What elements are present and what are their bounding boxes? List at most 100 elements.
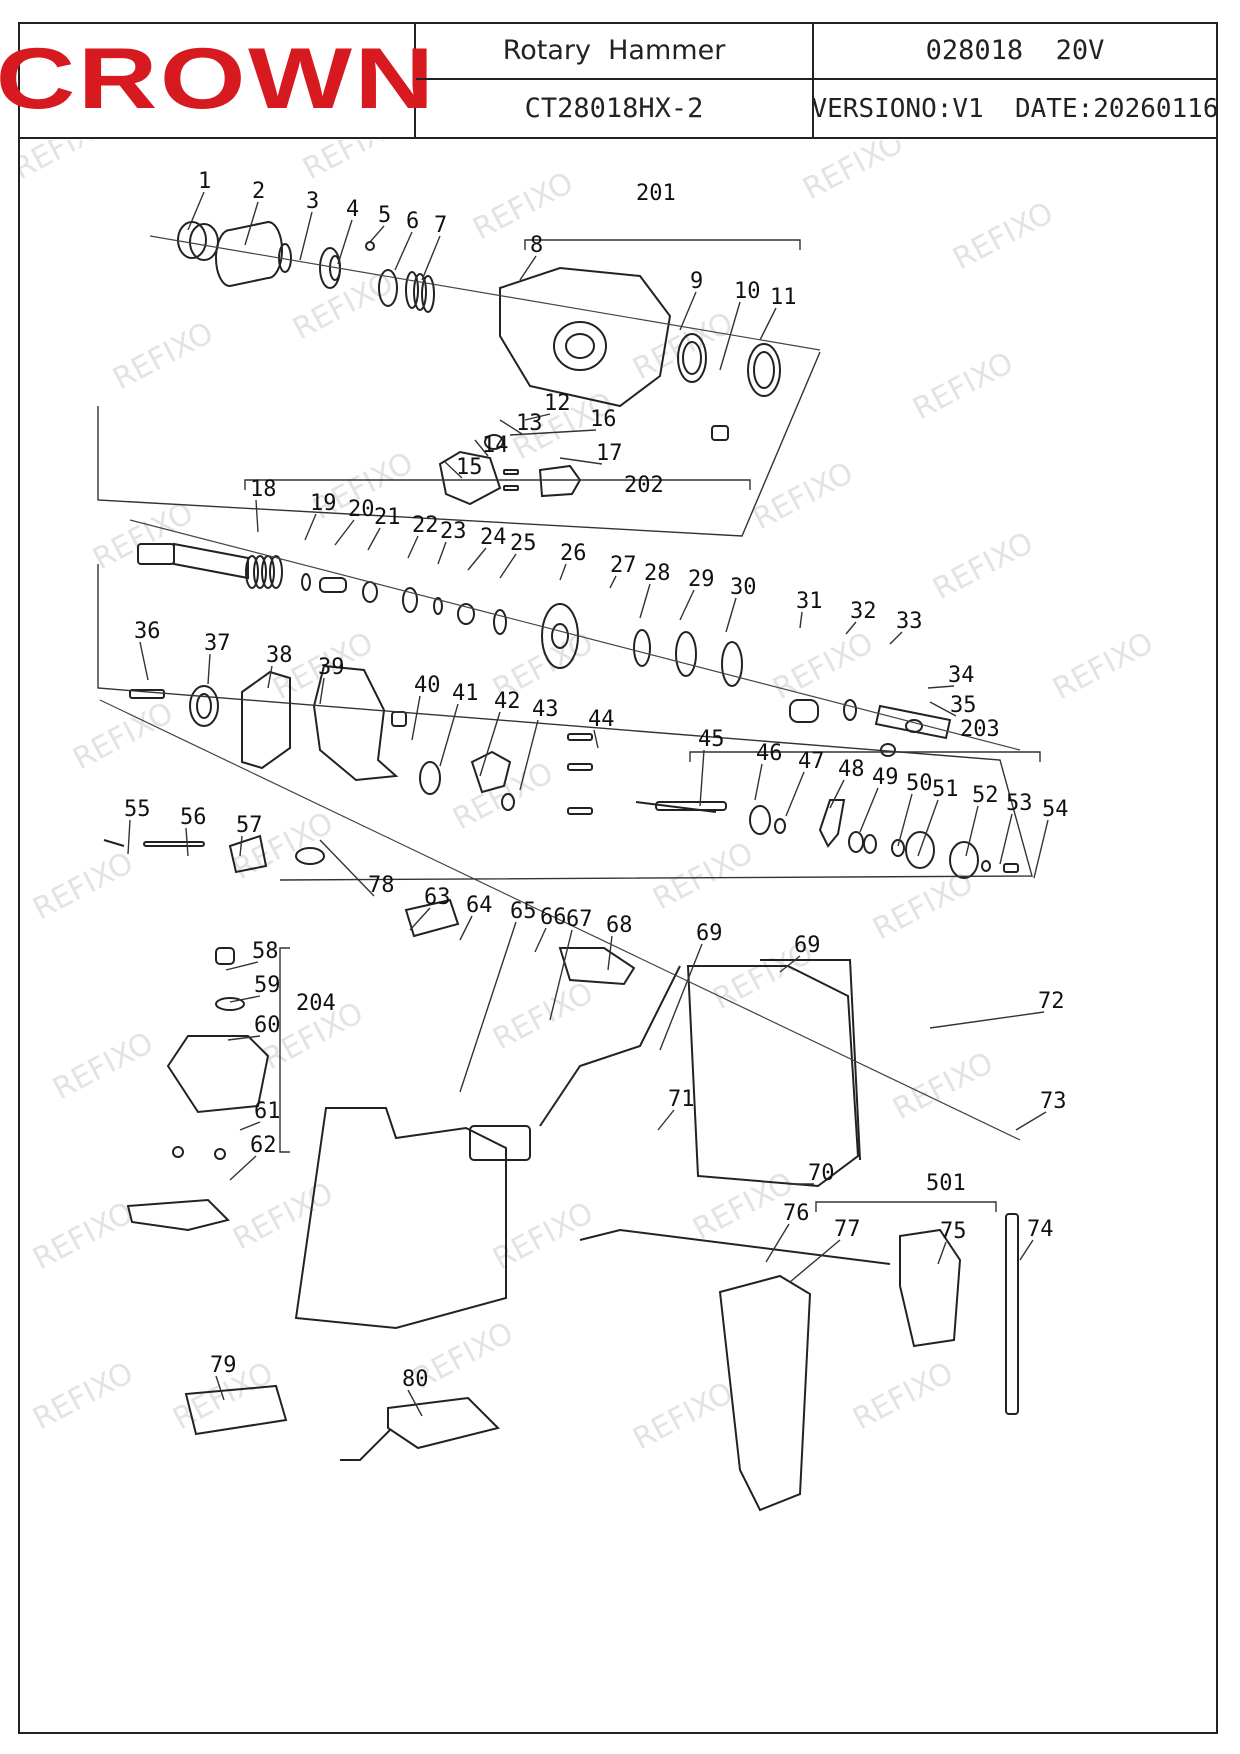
ring-part bbox=[269, 555, 283, 589]
callout-leader bbox=[559, 563, 567, 581]
callout-number-46: 46 bbox=[756, 741, 783, 766]
lever-plate bbox=[438, 450, 502, 506]
callout-leader bbox=[229, 1155, 257, 1181]
assembly-bracket bbox=[689, 751, 1041, 762]
brand-logo: CROWN bbox=[0, 31, 437, 127]
callout-leader bbox=[679, 291, 697, 331]
ring-part bbox=[633, 629, 651, 667]
callout-leader bbox=[657, 1109, 675, 1131]
ring-part bbox=[301, 573, 311, 591]
callout-number-10: 10 bbox=[734, 279, 761, 304]
callout-leader bbox=[999, 813, 1013, 865]
svg-text:REFIXO: REFIXO bbox=[487, 1195, 599, 1277]
brand-logo-cell: CROWN bbox=[0, 22, 434, 137]
callout-leader bbox=[499, 419, 523, 435]
callout-number-59: 59 bbox=[254, 973, 281, 998]
callout-leader bbox=[304, 513, 317, 541]
part-body bbox=[789, 699, 819, 723]
callout-number-80: 80 bbox=[402, 1367, 429, 1392]
svg-text:REFIXO: REFIXO bbox=[27, 1195, 139, 1277]
callout-leader bbox=[929, 701, 957, 717]
callout-number-66: 66 bbox=[540, 905, 567, 930]
callout-leader bbox=[334, 519, 355, 546]
callout-leader bbox=[519, 255, 537, 281]
wire-harness bbox=[539, 965, 681, 1127]
title-block: CROWN Rotary Hammer 028018 20V CT28018HX… bbox=[0, 22, 1219, 139]
callout-number-73: 73 bbox=[1040, 1089, 1067, 1114]
callout-number-60: 60 bbox=[254, 1013, 281, 1038]
svg-text:REFIXO: REFIXO bbox=[27, 845, 139, 927]
ring-part bbox=[682, 341, 702, 375]
callout-number-65: 65 bbox=[510, 899, 537, 924]
callout-number-48: 48 bbox=[838, 757, 865, 782]
ring-part bbox=[421, 275, 435, 313]
callout-leader bbox=[319, 839, 375, 897]
ring-part bbox=[848, 831, 864, 853]
callout-leader bbox=[897, 793, 913, 847]
callout-number-36: 36 bbox=[134, 619, 161, 644]
callout-number-68: 68 bbox=[606, 913, 633, 938]
callout-leader bbox=[679, 589, 695, 621]
callout-number-45: 45 bbox=[698, 727, 725, 752]
callout-number-17: 17 bbox=[596, 441, 623, 466]
callout-number-23: 23 bbox=[440, 519, 467, 544]
callout-number-12: 12 bbox=[544, 391, 571, 416]
callout-leader bbox=[229, 995, 261, 1003]
callout-leader bbox=[765, 1223, 790, 1263]
ring-part bbox=[747, 343, 781, 397]
callout-leader bbox=[437, 541, 447, 565]
callout-number-56: 56 bbox=[180, 805, 207, 830]
callout-leader bbox=[1019, 1239, 1034, 1261]
ring-part bbox=[378, 269, 398, 307]
callout-leader bbox=[239, 1121, 261, 1131]
part-body bbox=[1003, 863, 1019, 873]
svg-text:REFIXO: REFIXO bbox=[767, 625, 879, 707]
callout-leader bbox=[1033, 819, 1049, 879]
callout-number-43: 43 bbox=[532, 697, 559, 722]
assembly-bracket bbox=[524, 239, 801, 250]
model-number: CT28018HX-2 bbox=[416, 80, 814, 137]
part-body bbox=[319, 577, 347, 593]
svg-text:REFIXO: REFIXO bbox=[907, 345, 1019, 427]
left-housing bbox=[294, 1107, 507, 1330]
part-body bbox=[469, 1125, 531, 1161]
spring bbox=[103, 839, 125, 847]
callout-number-25: 25 bbox=[510, 531, 537, 556]
callout-number-64: 64 bbox=[466, 893, 493, 918]
callout-number-13: 13 bbox=[516, 411, 543, 436]
part-axis bbox=[129, 519, 1021, 751]
callout-leader bbox=[411, 695, 421, 741]
callout-leader bbox=[227, 1035, 261, 1041]
housing-edge bbox=[760, 959, 861, 1161]
part-body bbox=[1005, 1213, 1019, 1415]
svg-text:REFIXO: REFIXO bbox=[627, 305, 739, 387]
callout-number-53: 53 bbox=[1006, 791, 1033, 816]
leader-layer bbox=[97, 191, 1049, 1417]
ring-part bbox=[419, 761, 441, 795]
ring-part bbox=[295, 847, 325, 865]
ring-part bbox=[493, 609, 507, 635]
charger bbox=[387, 1396, 500, 1450]
svg-text:REFIXO: REFIXO bbox=[27, 1355, 139, 1437]
callout-leader bbox=[499, 553, 517, 579]
assembly-number-501: 501 bbox=[926, 1171, 966, 1196]
callout-leader bbox=[725, 597, 737, 633]
part-body bbox=[391, 711, 407, 727]
ring-part bbox=[553, 321, 607, 371]
nose-sleeve bbox=[215, 220, 283, 288]
svg-text:REFIXO: REFIXO bbox=[627, 1375, 739, 1457]
ring-part bbox=[413, 273, 427, 311]
crank-lever bbox=[818, 799, 846, 848]
callout-leader bbox=[509, 429, 597, 436]
callout-leader bbox=[1015, 1111, 1047, 1131]
part-body bbox=[567, 807, 593, 815]
seal-cover bbox=[126, 1198, 230, 1232]
callout-leader bbox=[299, 211, 313, 261]
svg-text:REFIXO: REFIXO bbox=[1047, 625, 1159, 707]
callout-number-3: 3 bbox=[306, 189, 319, 214]
callout-leader bbox=[859, 787, 879, 833]
callout-number-69: 69 bbox=[696, 921, 723, 946]
depth-rod bbox=[579, 1228, 891, 1265]
callout-number-78: 78 bbox=[368, 873, 395, 898]
callout-leader bbox=[421, 235, 441, 281]
